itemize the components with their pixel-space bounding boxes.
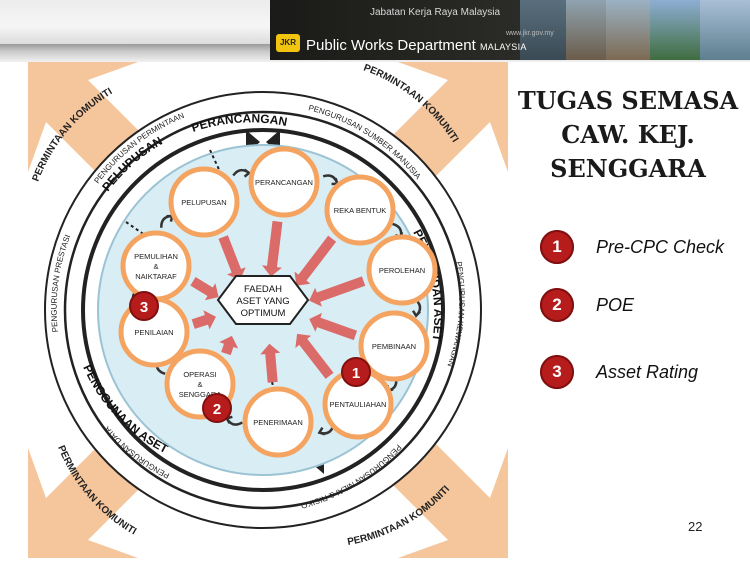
legend-badge-2: 2 (540, 288, 574, 322)
center-arrow-9 (190, 276, 219, 301)
stage-label-10-1: PELUPUSAN (181, 198, 226, 207)
banner-photo-5 (700, 0, 750, 60)
legend-badge-1: 1 (540, 230, 574, 264)
center-arrow-8 (191, 310, 216, 330)
agency-title-main: Public Works Department (306, 37, 476, 54)
stage-label-6-1: PENERIMAAN (253, 418, 303, 427)
stage-circle-6: PENERIMAAN (242, 386, 314, 458)
legend-text-1: Pre-CPC Check (596, 237, 725, 257)
banner-dark-area (270, 0, 520, 60)
agency-url: www.jkr.gov.my (506, 30, 554, 37)
stage-label-5-1: PENTAULIAHAN (330, 400, 387, 409)
slide-title-line-3: SENGGARA (550, 154, 706, 183)
stage-circle-3: PEROLEHAN (366, 234, 438, 306)
legend-badge-3: 3 (540, 355, 574, 389)
center-arrow-6 (260, 343, 281, 383)
banner-photo-3 (606, 0, 650, 60)
legend-text-3: Asset Rating (596, 362, 699, 382)
page-number: 22 (688, 519, 703, 534)
center-arrow-5 (295, 333, 334, 379)
stage-label-9-2: & (153, 262, 158, 271)
agency-title: Public Works Department MALAYSIA (306, 37, 527, 54)
asset-lifecycle-diagram: PERMINTAAN KOMUNITI PERMINTAAN KOMUNITI … (28, 62, 508, 558)
stage-label-7-2: & (197, 380, 202, 389)
stage-circle-9: PEMULIHAN&NAIKTARAF (120, 230, 192, 302)
stage-circle-10: PELUPUSAN (168, 166, 240, 238)
stage-circle-1: PERANCANGAN (248, 146, 320, 218)
slide-title-line-1: TUGAS SEMASA (517, 86, 739, 115)
stage-circle-2: REKA BENTUK (324, 174, 396, 246)
stage-label-4-1: PEMBINAAN (372, 342, 416, 351)
stage-label-7-1: OPERASI (183, 370, 216, 379)
stage-circle-4: PEMBINAAN (358, 310, 430, 382)
stage-circles: PERANCANGAN REKA BENTUK PEROLEHAN PEMBINAAN… (118, 146, 438, 458)
marker-3: 3 (129, 291, 159, 321)
center-arrow-7 (219, 335, 239, 356)
stage-label-3-1: PEROLEHAN (379, 266, 425, 275)
center-arrow-3 (309, 276, 366, 307)
center-arrow-1 (262, 220, 283, 277)
stage-label-7-3: SENGGARA (179, 390, 222, 399)
stage-label-2-1: REKA BENTUK (334, 206, 387, 215)
cycle-arrow-10 (232, 168, 252, 178)
center-arrow-10 (218, 235, 246, 281)
diagram-panel: PERMINTAAN KOMUNITI PERMINTAAN KOMUNITI … (28, 62, 508, 558)
center-arrow-4 (309, 312, 358, 341)
agency-title-country: MALAYSIA (479, 42, 527, 52)
banner-photo-4 (650, 0, 700, 60)
center-line-3: OPTIMUM (241, 308, 286, 319)
center-arrows (190, 220, 366, 383)
center-arrow-2 (294, 235, 337, 286)
legend-text-2: POE (596, 295, 635, 315)
jkr-logo: JKR (276, 34, 300, 52)
agency-subtitle: Jabatan Kerja Raya Malaysia (370, 7, 501, 18)
slide-title: TUGAS SEMASA CAW. KEJ. SENGGARA (508, 84, 748, 186)
stage-label-9-1: PEMULIHAN (134, 252, 178, 261)
header-banner (270, 0, 750, 60)
corner-arrow-bottom-right (388, 438, 508, 558)
center-line-1: FAEDAH (244, 284, 282, 295)
marker-2: 2 (202, 393, 232, 423)
center-line-2: ASET YANG (236, 296, 289, 307)
corner-arrow-top-right (388, 62, 508, 182)
banner-photo-1 (520, 0, 566, 60)
stage-label-9-3: NAIKTARAF (135, 272, 177, 281)
svg-text:3: 3 (140, 299, 148, 316)
banner-photo-2 (566, 0, 606, 60)
stage-label-1-1: PERANCANGAN (255, 178, 313, 187)
center-hexagon (216, 275, 310, 325)
svg-text:1: 1 (352, 365, 360, 382)
marker-1: 1 (341, 357, 371, 387)
svg-text:2: 2 (213, 401, 221, 418)
slide-title-line-2: CAW. KEJ. (561, 120, 695, 149)
stage-label-8-1: PENILAIAN (134, 328, 173, 337)
